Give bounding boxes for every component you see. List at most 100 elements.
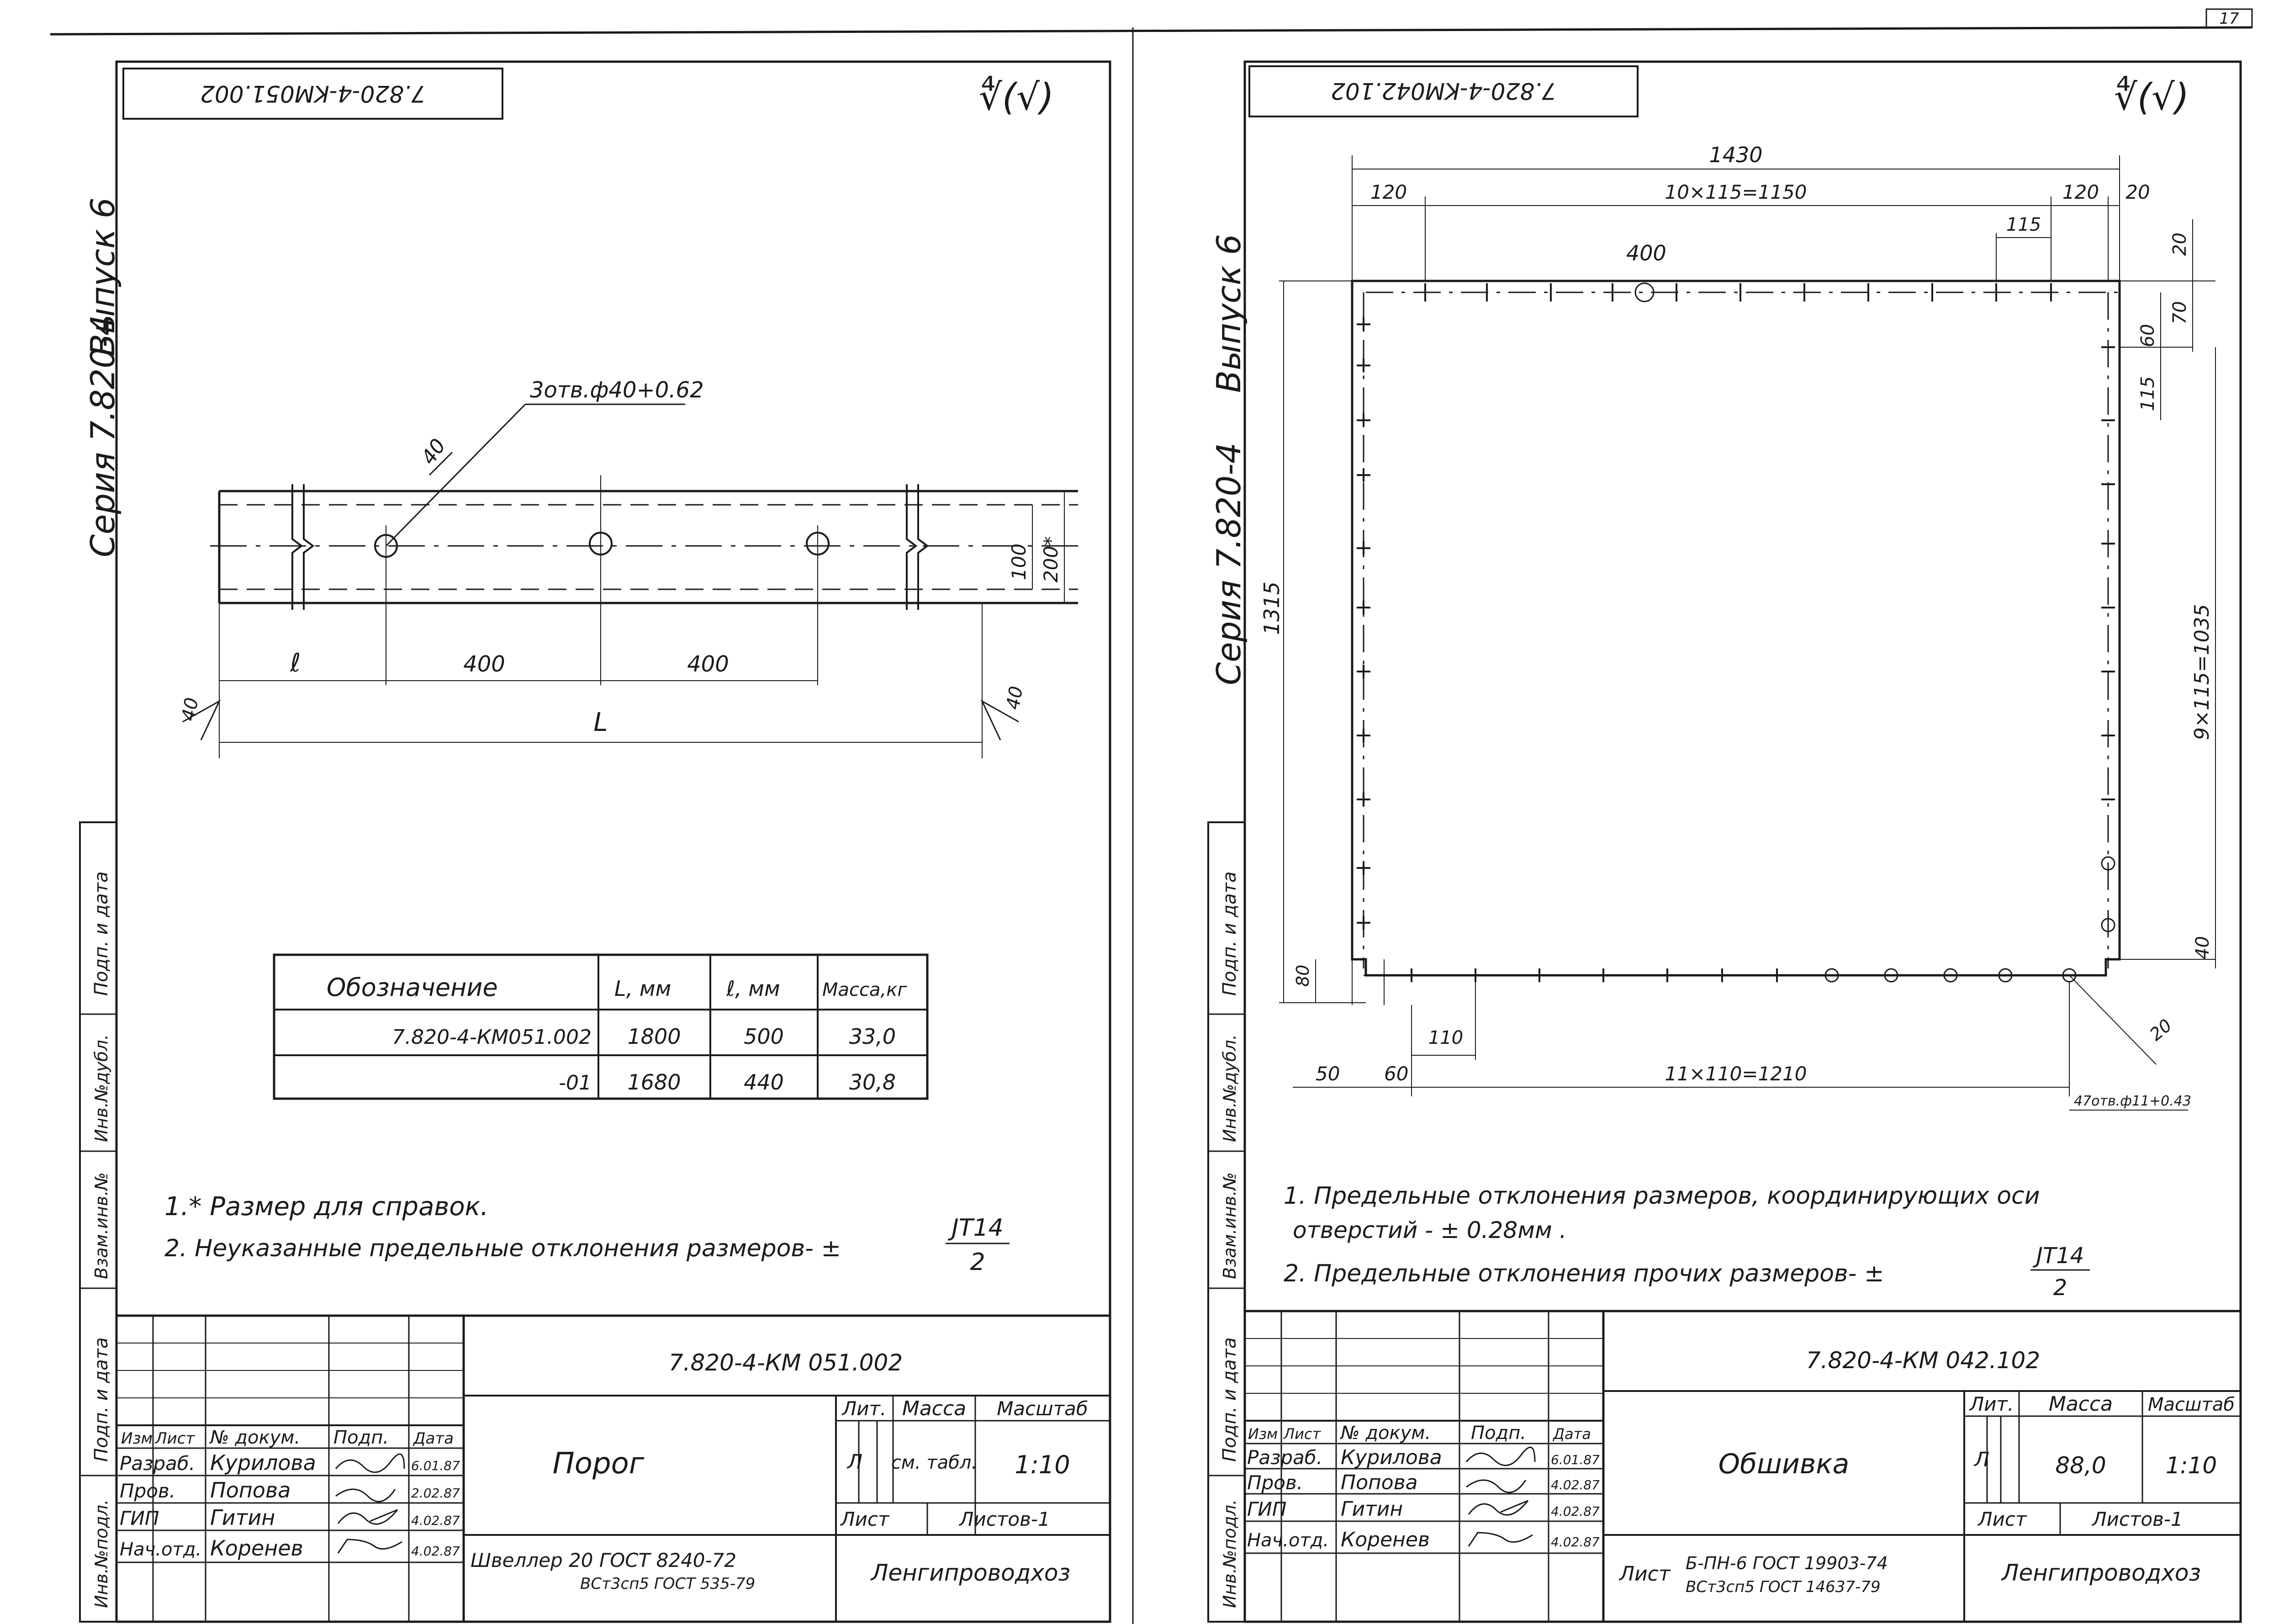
right-note-1b: отверстий - ± 0.28мм . bbox=[1293, 1217, 1566, 1243]
right-stamp-scale: Масштаб bbox=[2148, 1394, 2235, 1415]
left-margin-label-5: Инв.№подл. bbox=[91, 1499, 111, 1608]
holes-callout: 47отв.ф11+0.43 bbox=[2074, 1093, 2191, 1109]
right-stamp-head-date: Дата bbox=[1552, 1425, 1591, 1443]
left-margin-labels: Подп. и дата Инв.№дубл. Взам.инв.№ Подп.… bbox=[79, 821, 117, 1623]
dim-400-a: 400 bbox=[463, 651, 505, 677]
right-stamp-title: Обшивка bbox=[1718, 1448, 1850, 1480]
signature-4 bbox=[337, 1539, 402, 1554]
left-date-2: 2.02.87 bbox=[411, 1486, 460, 1501]
right-note-tol-den: 2 bbox=[2053, 1275, 2067, 1301]
right-stamp-material-prefix: Лист bbox=[1618, 1562, 1671, 1586]
left-person-4: Коренев bbox=[210, 1536, 303, 1561]
left-margin-label-3: Взам.инв.№ bbox=[91, 1172, 111, 1279]
hole-callout: 3отв.ф40+0.62 bbox=[530, 377, 704, 403]
dim-120-right: 120 bbox=[2062, 181, 2099, 203]
right-margin-label-3: Взам.инв.№ bbox=[1220, 1172, 1240, 1279]
dim-20-right: 20 bbox=[2169, 233, 2190, 256]
signature-3 bbox=[337, 1509, 398, 1525]
left-roughness-symbol: ∜(√) bbox=[979, 75, 1054, 118]
right-stamp-lit-value: Л bbox=[1973, 1448, 1989, 1471]
left-margin-label-4: Подп. и дата bbox=[91, 1338, 112, 1462]
left-spec-table: Обозначение L, мм ℓ, мм Масса,кг 7.820-4… bbox=[273, 953, 929, 1100]
right-stamp-material: Б-ПН-6 ГОСТ 19903-74 bbox=[1686, 1553, 1888, 1573]
right-stamp-lit: Лит. bbox=[1969, 1393, 2014, 1415]
left-stamp-head-izm: Изм bbox=[121, 1429, 153, 1448]
dim-20-bottom: 20 bbox=[2146, 1015, 2176, 1045]
left-stamp-code: 7.820-4-КМ 051.002 bbox=[669, 1349, 903, 1376]
left-stamp-lit: Лит. bbox=[841, 1397, 887, 1420]
left-stamp-scale: Масштаб bbox=[997, 1397, 1088, 1420]
right-person-1: Курилова bbox=[1341, 1446, 1442, 1469]
left-stamp-sheets: Листов-1 bbox=[958, 1508, 1050, 1530]
dim-1150: 10×115=1150 bbox=[1665, 181, 1807, 203]
page-number-box bbox=[2205, 8, 2253, 28]
dim-400-b: 400 bbox=[687, 651, 729, 677]
dim-40-top: 40 bbox=[417, 434, 450, 469]
dim-1035: 9×115=1035 bbox=[2190, 604, 2214, 740]
right-issue-label: Выпуск 6 bbox=[1210, 234, 1248, 393]
right-date-4: 4.02.87 bbox=[1551, 1534, 1600, 1550]
table-header-l: ℓ, мм bbox=[726, 976, 780, 1001]
table-header-L: L, мм bbox=[614, 976, 671, 1001]
signature-1 bbox=[335, 1453, 405, 1473]
left-role-4: Нач.отд. bbox=[120, 1539, 201, 1560]
left-title-block: Изм Лист № докум. Подп. Дата Разраб. Кур… bbox=[115, 1314, 1111, 1623]
right-role-3: ГИП bbox=[1247, 1498, 1286, 1520]
right-stamp-sheets: Листов-1 bbox=[2091, 1508, 2183, 1530]
dim-50: 50 bbox=[1316, 1063, 1340, 1085]
right-date-2: 4.02.87 bbox=[1551, 1477, 1600, 1492]
left-stamp-title: Порог bbox=[553, 1447, 645, 1481]
left-margin-label-2: Инв.№дубл. bbox=[91, 1034, 111, 1142]
dim-80: 80 bbox=[1293, 965, 1313, 987]
left-stamp-material-2: ВСт3сп5 ГОСТ 535-79 bbox=[580, 1575, 755, 1593]
dim-115-top: 115 bbox=[2006, 214, 2041, 235]
left-person-1: Курилова bbox=[210, 1450, 316, 1475]
dim-60-bottom: 60 bbox=[1384, 1063, 1408, 1085]
left-stamp-material: Швеллер 20 ГОСТ 8240-72 bbox=[471, 1549, 736, 1571]
right-stamp-mass-value: 88,0 bbox=[2055, 1452, 2106, 1479]
plate-view: 400 1430 120 10×115=1150 120 20 115 2 bbox=[1259, 143, 2216, 1111]
left-stamp-scale-value: 1:10 bbox=[1015, 1450, 1070, 1479]
right-note-tol-num: ЈТ14 bbox=[2033, 1243, 2084, 1269]
right-signature-1 bbox=[1465, 1446, 1536, 1466]
right-title-block: Изм Лист № докум. Подп. Дата Разраб. Кур… bbox=[1243, 1310, 2242, 1623]
right-role-1: Разраб. bbox=[1247, 1446, 1322, 1469]
right-stamp-scale-value: 1:10 bbox=[2166, 1452, 2217, 1479]
right-stamp-code: 7.820-4-КМ 042.102 bbox=[1806, 1347, 2040, 1374]
dim-60: 60 bbox=[2137, 324, 2158, 347]
right-signature-3 bbox=[1468, 1500, 1529, 1516]
table-row2-l: 440 bbox=[744, 1070, 784, 1095]
right-series-label: Серия 7.820-4 bbox=[1210, 443, 1248, 685]
page-number: 17 bbox=[2219, 10, 2239, 28]
left-date-4: 4.02.87 bbox=[411, 1544, 460, 1559]
left-date-3: 4.02.87 bbox=[411, 1513, 460, 1528]
right-stamp-org: Ленгипроводхоз bbox=[2001, 1560, 2201, 1586]
right-sheet-frame bbox=[1243, 60, 2242, 1623]
right-stamp-head-izm: Изм bbox=[1248, 1425, 1278, 1443]
left-date-1: 6.01.87 bbox=[411, 1458, 460, 1473]
table-row1-designation: 7.820-4-КМ051.002 bbox=[392, 1026, 592, 1049]
right-mirrored-code: 7.820-4-KM042.102 bbox=[1331, 78, 1556, 104]
right-role-2: Пров. bbox=[1247, 1471, 1303, 1494]
dim-1210: 11×110=1210 bbox=[1665, 1063, 1807, 1085]
right-note-1: 1. Предельные отклонения размеров, коорд… bbox=[1284, 1182, 2040, 1210]
left-code-box bbox=[122, 68, 503, 120]
right-stamp-material-2: ВСт3сп5 ГОСТ 14637-79 bbox=[1686, 1578, 1881, 1596]
dim-L: L bbox=[593, 708, 608, 737]
signature-2 bbox=[335, 1488, 396, 1502]
right-date-1: 6.01.87 bbox=[1551, 1452, 1600, 1467]
left-stamp-mass: Масса bbox=[902, 1397, 966, 1420]
left-stamp-org: Ленгипроводхоз bbox=[870, 1560, 1070, 1586]
right-date-3: 4.02.87 bbox=[1551, 1504, 1600, 1519]
right-note-2: 2. Предельные отклонения прочих размеров… bbox=[1284, 1260, 1884, 1287]
table-header-designation: Обозначение bbox=[327, 973, 498, 1002]
table-row1-L: 1800 bbox=[627, 1024, 681, 1049]
right-person-2: Попова bbox=[1341, 1471, 1418, 1494]
left-mirrored-code: 7.820-4-KM051.002 bbox=[200, 80, 426, 107]
right-margin-label-2: Инв.№дубл. bbox=[1220, 1034, 1240, 1142]
right-stamp-head-list: Лист bbox=[1283, 1425, 1321, 1443]
right-stamp-head-sign: Подп. bbox=[1471, 1423, 1526, 1444]
right-margin-label-1: Подп. и дата bbox=[1219, 872, 1240, 996]
dim-120-left: 120 bbox=[1370, 181, 1407, 203]
